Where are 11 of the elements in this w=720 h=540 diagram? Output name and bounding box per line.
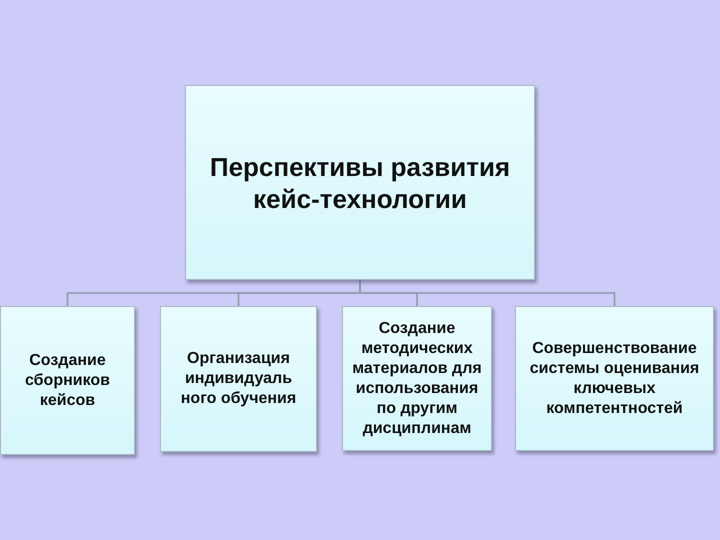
box-text: Создание методических материалов для использования по другим дисциплинам xyxy=(351,318,483,438)
process-box xyxy=(515,306,714,451)
box-text: Организация индивидуаль ного обучения xyxy=(180,349,298,409)
process-box xyxy=(160,306,317,452)
box-text: Создание сборников кейсов xyxy=(24,350,112,410)
process-box xyxy=(0,306,135,455)
box-text: Совершенствование системы оценивания ключевых компетентностей xyxy=(528,338,700,418)
title-box xyxy=(185,85,535,280)
heading-text: Перспективы развития кейс-технологии xyxy=(208,150,512,214)
connector-line xyxy=(359,280,616,306)
process-box xyxy=(342,306,492,451)
